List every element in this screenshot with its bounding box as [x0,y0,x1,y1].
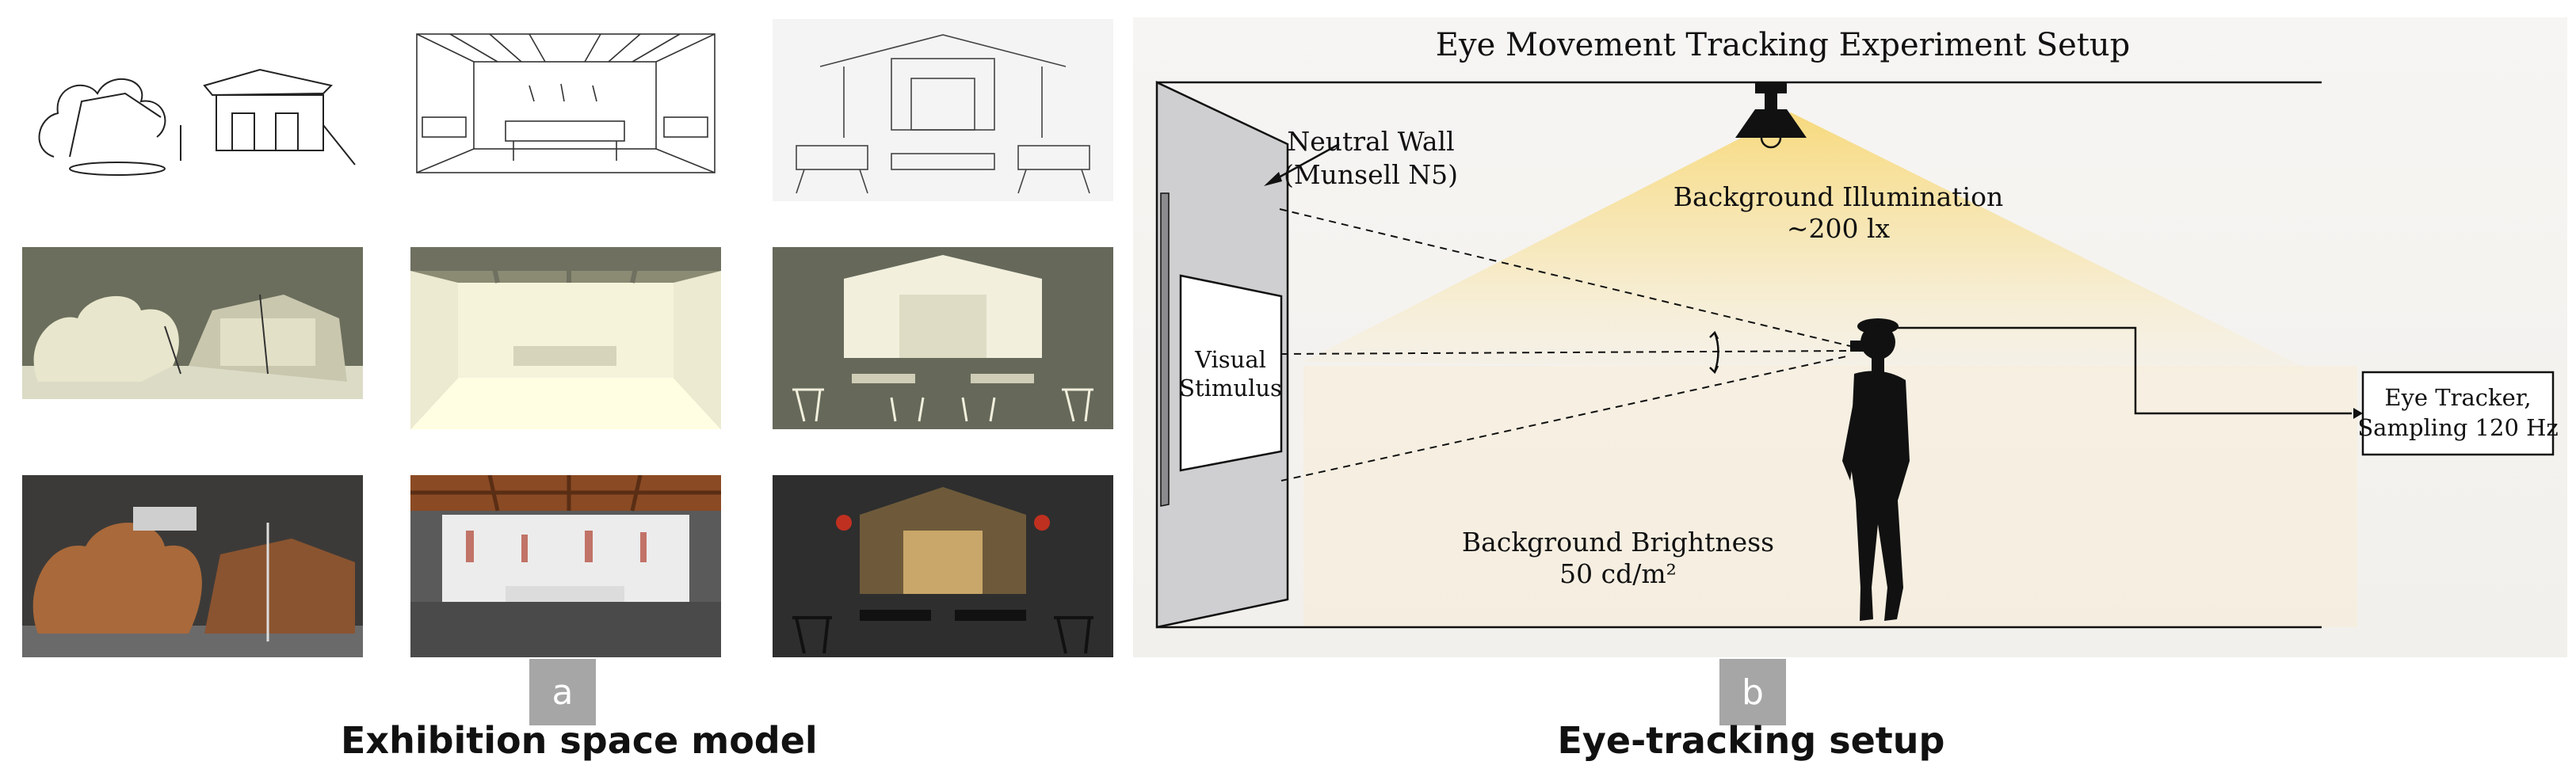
brightness-value: 50 cd/m² [1559,558,1677,589]
light-cone [1303,112,2318,374]
panel-b-tag: b [1719,659,1786,725]
flat-render-gallery-thumbnail [410,247,721,429]
eye-tracker-box [2361,371,2555,456]
sight-line-middle [1280,350,1851,355]
brightness-label: Background Brightness [1462,527,1774,558]
panel-a-caption: Exhibition space model [341,719,818,762]
panel-b-caption: Eye-tracking setup [1557,719,1945,762]
wall-label-munsell: (Munsell N5) [1284,159,1458,190]
stimulus-label: Visual [1194,346,1266,373]
textured-render-exterior-thumbnail [22,475,363,657]
illumination-label: Background Illumination [1673,181,2003,212]
sight-line-lower [1280,355,1851,481]
tracker-cable [1895,326,2352,415]
stimulus-label-line2: Stimulus [1179,375,1282,402]
sight-line-upper [1279,208,1851,347]
diagram-title: Eye Movement Tracking Experiment Setup [1436,27,2130,63]
tracker-label: Eye Tracker, [2384,384,2531,411]
wall-label: Neutral Wall [1287,126,1454,157]
sketch-stage-thumbnail [773,19,1113,201]
tracker-sampling-label: Sampling 120 Hz [2357,414,2558,441]
textured-render-gallery-thumbnail [410,475,721,657]
sketch-gallery-thumbnail [410,30,721,177]
flat-render-exterior-thumbnail [22,247,363,399]
stimulus-screen [1179,274,1283,472]
panel-a-tag: a [529,659,596,725]
ceiling-lamp-icon [1735,82,1807,149]
textured-render-stage-thumbnail [773,475,1113,657]
illumination-value: ~200 lx [1787,213,1891,244]
participant-silhouette-icon [1842,318,1910,621]
stimulus-frame [1160,192,1170,507]
sketch-exterior-thumbnail [22,38,363,188]
flat-render-stage-thumbnail [773,247,1113,429]
tracker-arrowhead [2353,408,2363,419]
visual-angle-arc [1709,330,1719,375]
eye-tracking-diagram: Eye Movement Tracking Experiment Setup N… [1133,17,2567,657]
wall-label-arrow [1264,143,1340,186]
